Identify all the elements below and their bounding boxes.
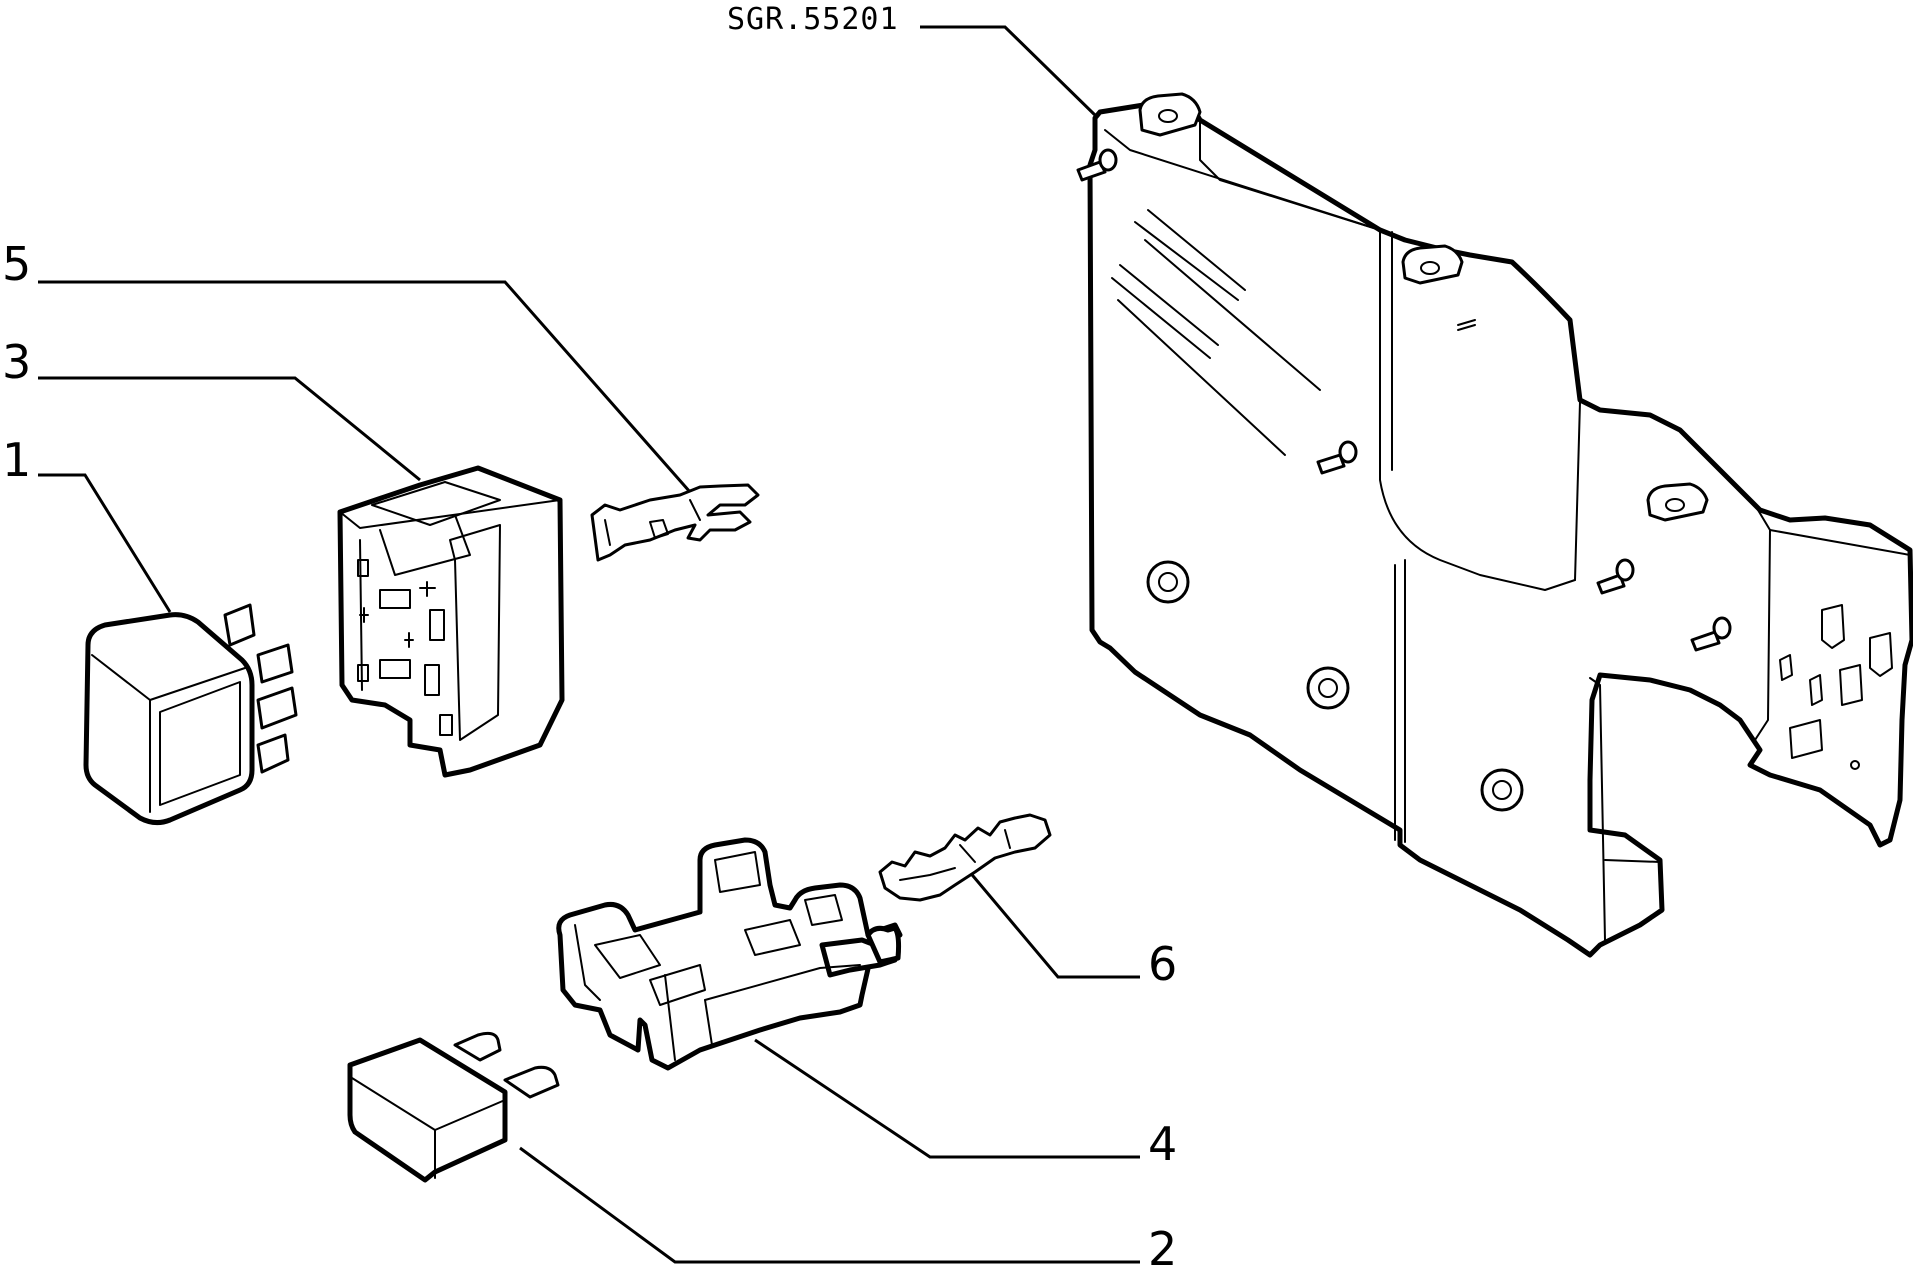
relay-socket-part-3 <box>337 465 565 778</box>
mounting-bracket <box>1076 92 1913 958</box>
leader-reference <box>920 25 1100 120</box>
callout-2: 2 <box>1148 1222 1177 1265</box>
callout-4: 4 <box>1148 1117 1177 1171</box>
reference-code: SGR.55201 <box>727 2 899 37</box>
relay-part-1 <box>83 603 298 826</box>
leader-1 <box>38 473 172 613</box>
callout-5: 5 <box>2 237 31 291</box>
leader-6 <box>966 869 1140 979</box>
callout-6: 6 <box>1148 937 1177 991</box>
leader-5 <box>38 280 692 493</box>
terminal-part-6 <box>878 813 1052 902</box>
leader-3 <box>38 376 421 482</box>
terminal-part-5 <box>590 483 760 562</box>
callout-3: 3 <box>2 335 31 389</box>
leader-2 <box>519 1146 1140 1264</box>
connector-housing-part-4 <box>556 837 903 1071</box>
leader-4 <box>754 1038 1140 1159</box>
callout-1: 1 <box>2 433 31 487</box>
fuse-part-2 <box>347 1031 560 1183</box>
